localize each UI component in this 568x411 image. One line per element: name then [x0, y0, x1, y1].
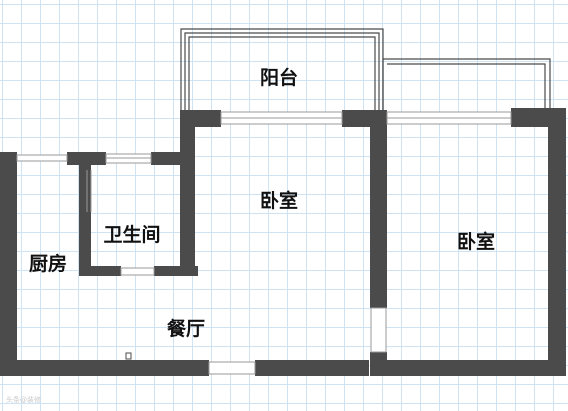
- bedroom-center-label: 卧室: [260, 189, 298, 212]
- right-ledge: [382, 58, 551, 112]
- kitchen-label: 厨房: [29, 252, 67, 275]
- walls: [0, 108, 566, 376]
- windows: [16, 111, 512, 375]
- floor-fixture: [125, 352, 132, 360]
- balcony-label: 阳台: [260, 66, 298, 89]
- bathroom-label: 卫生间: [103, 223, 160, 246]
- bedroom-right-label: 卧室: [457, 230, 495, 253]
- dining-label: 餐厅: [167, 317, 205, 340]
- watermark: 头条@装修: [6, 395, 41, 404]
